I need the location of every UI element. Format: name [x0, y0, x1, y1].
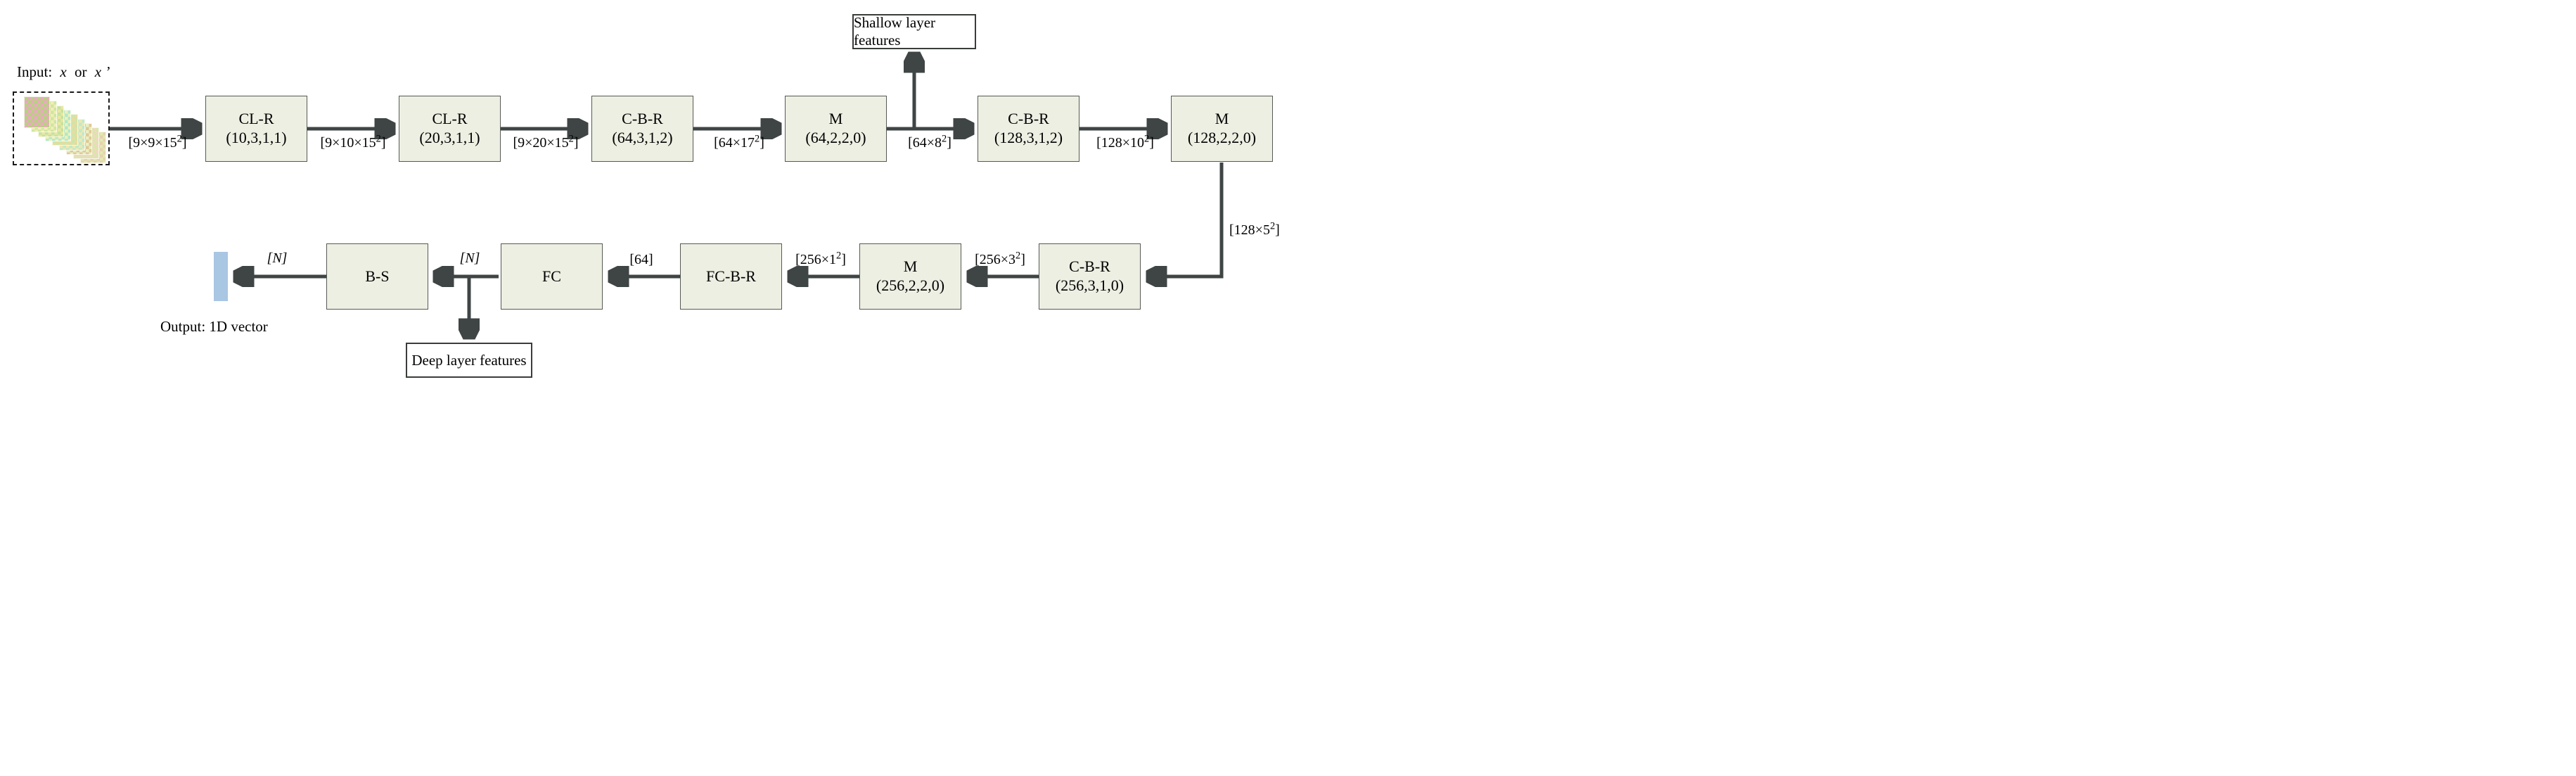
box-title: CL-R — [432, 110, 468, 128]
edge-label-fcbr-fc: [64] — [629, 252, 653, 267]
cnn-architecture-diagram: Input: x or x ’ CL-R (10,3,1,1) CL-R (20… — [0, 0, 1288, 388]
arrow-m128-to-cbr256-elbow — [1149, 163, 1224, 276]
box-m-64: M (64,2,2,0) — [785, 96, 887, 162]
box-title: C-B-R — [622, 110, 663, 128]
box-params: (128,2,2,0) — [1187, 129, 1257, 146]
box-title: FC — [542, 267, 561, 285]
deep-features-label: Deep layer features — [411, 351, 527, 369]
edge-label-m128-cbr256: [128×52] — [1229, 220, 1280, 238]
box-b-s: B-S — [326, 243, 428, 310]
box-params: (64,2,2,0) — [805, 129, 866, 146]
box-m-256: M (256,2,2,0) — [859, 243, 961, 310]
box-title: C-B-R — [1069, 257, 1110, 276]
box-title: FC-B-R — [706, 267, 756, 285]
shallow-features-label: Shallow layer features — [854, 14, 936, 49]
output-vector-bar — [214, 252, 228, 301]
edge-label-cbr128-m128: [128×102] — [1096, 133, 1154, 151]
box-params: (64,3,1,2) — [612, 129, 673, 146]
edge-label-fc-bs: [N] — [459, 250, 480, 266]
box-title: M — [1215, 110, 1229, 128]
box-cl-r-1: CL-R (10,3,1,1) — [205, 96, 307, 162]
box-c-b-r-256: C-B-R (256,3,1,0) — [1039, 243, 1141, 310]
box-title: M — [828, 110, 843, 128]
shallow-features-box: Shallow layer features — [852, 14, 976, 49]
box-params: (128,3,1,2) — [994, 129, 1063, 146]
input-variable-x: x — [60, 63, 67, 80]
box-params: (256,2,2,0) — [876, 276, 945, 294]
edge-label-bs-output: [N] — [267, 250, 288, 266]
input-label-prefix: Input: — [17, 63, 53, 80]
edge-label-m256-fcbr: [256×12] — [795, 250, 846, 267]
edge-label-m64-cbr128: [64×82] — [908, 133, 951, 151]
input-label-or: or — [75, 63, 87, 80]
edge-label-clr1-clr2: [9×10×152] — [320, 133, 386, 151]
input-patch-tile — [24, 96, 50, 128]
input-patch-box — [13, 91, 110, 165]
output-label: Output: 1D vector — [160, 318, 268, 335]
box-title: C-B-R — [1008, 110, 1049, 128]
box-title: M — [903, 257, 918, 276]
edge-label-clr2-cbr64: [9×20×152] — [513, 133, 579, 151]
input-label: Input: x or x ’ — [17, 63, 110, 81]
box-params: (20,3,1,1) — [419, 129, 480, 146]
box-fc-b-r: FC-B-R — [680, 243, 782, 310]
box-title: CL-R — [238, 110, 274, 128]
edge-label-input-clr1: [9×9×152] — [128, 133, 187, 151]
box-params: (10,3,1,1) — [226, 129, 287, 146]
box-m-128: M (128,2,2,0) — [1171, 96, 1273, 162]
box-cl-r-2: CL-R (20,3,1,1) — [399, 96, 501, 162]
input-variable-x-prime: x ’ — [94, 63, 110, 80]
box-title: B-S — [365, 267, 390, 285]
box-fc: FC — [501, 243, 603, 310]
deep-features-box: Deep layer features — [406, 343, 532, 378]
box-params: (256,3,1,0) — [1055, 276, 1124, 294]
box-c-b-r-64: C-B-R (64,3,1,2) — [591, 96, 693, 162]
edge-label-cbr64-m64: [64×172] — [714, 133, 764, 151]
edge-label-cbr256-m256: [256×32] — [975, 250, 1025, 267]
box-c-b-r-128: C-B-R (128,3,1,2) — [978, 96, 1079, 162]
